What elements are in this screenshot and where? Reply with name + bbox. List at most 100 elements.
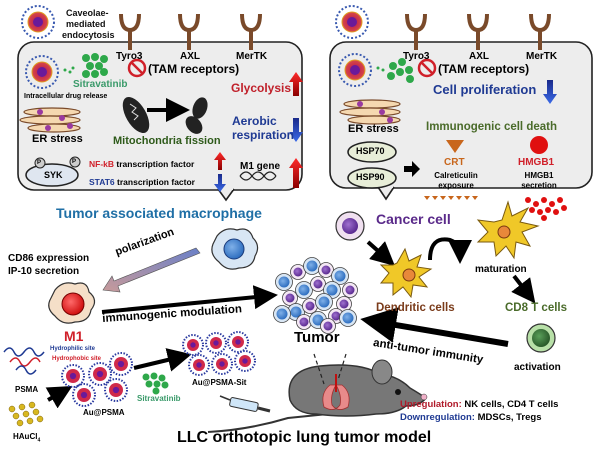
aerobic-line1: Aerobic: [232, 114, 277, 128]
hmgb1-icon: [530, 136, 548, 154]
tumor-cell: [273, 305, 291, 323]
tumor-cell: [295, 281, 313, 299]
receptor-label-axl-right: AXL: [469, 51, 489, 62]
cell-proliferation-label: Cell proliferation: [433, 82, 537, 97]
hmgb1-desc-line2: secretion: [521, 181, 557, 190]
nanoparticle: [109, 352, 133, 376]
nanoparticle: [72, 383, 96, 407]
stat6-row: STAT6 transcription factor: [89, 178, 195, 187]
endocytosis-line3: endocytosis: [62, 30, 115, 40]
crt-desc: Calreticulin exposure: [430, 171, 482, 191]
crt-label: CRT: [444, 157, 465, 168]
au-psma-sit-nanoparticles: [182, 331, 256, 376]
tumor-cell: [339, 309, 357, 327]
upregulation-label: Upregulation:: [400, 399, 462, 410]
psma-polymer-icon: [3, 347, 45, 375]
nanoparticle: [205, 332, 227, 354]
aerobic-down-arrow: [289, 118, 303, 142]
downregulation-label: Downregulation:: [400, 412, 475, 423]
cd8-t-cell: [526, 323, 556, 353]
mito-fission-label: Mitochondria fission: [113, 135, 221, 147]
haucl4-text: HAuCl: [13, 432, 38, 441]
tumor-cell: [275, 273, 293, 291]
stat6-tf-label: transcription factor: [117, 177, 195, 187]
au-psma-label: Au@PSMA: [83, 408, 125, 417]
receptor-label-axl-left: AXL: [180, 51, 200, 62]
sitravatinib-label-left: Sitravatinib: [73, 79, 128, 90]
sitravatinib-dots-bottom: [142, 372, 169, 395]
dna-icon: [239, 171, 277, 181]
endocytosis-line2: mediated: [66, 19, 106, 29]
hmgb1-desc-line1: HMGB1: [524, 171, 554, 180]
haucl4-dots-icon: [8, 401, 44, 427]
nanoparticle: [234, 350, 256, 372]
cd86-ip10-label: CD86 expression IP-10 secretion: [8, 252, 89, 278]
tam-panel-pointer: [217, 188, 235, 202]
sitravatinib-label-bottom: Sitravatinib: [137, 394, 181, 403]
receptor-label-mertk-left: MerTK: [236, 51, 268, 62]
tumor-cell: [342, 282, 358, 298]
downregulation-value: MDSCs, Tregs: [477, 412, 542, 423]
hmgb1-label: HMGB1: [518, 157, 555, 168]
nfkb-tf-label: transcription factor: [116, 159, 195, 169]
immunogenic-modulation-arrow: [101, 285, 278, 314]
hmgb1-desc: HMGB1 secretion: [514, 171, 564, 191]
tam-panel-box: [17, 41, 303, 191]
upregulation-row: Upregulation: NK cells, CD4 T cells: [400, 400, 558, 410]
hsp-arrow: [404, 161, 420, 177]
phospho-icon-1: [34, 157, 46, 169]
cancer-cell-label: Cancer cell: [376, 211, 451, 227]
hsp90-label: HSP90: [356, 172, 385, 182]
tumor-cell: [290, 264, 306, 280]
mouse-icon: [207, 353, 428, 433]
nanoparticle: [88, 362, 112, 386]
tumor-cell: [318, 262, 334, 278]
drug-release-label: Intracellular drug release: [24, 93, 108, 100]
stat6-down-arrow: [214, 174, 226, 192]
receptor-axl-left: [178, 13, 200, 50]
tumor-cluster: [273, 257, 358, 334]
nfkb-label: NF-kB: [89, 159, 115, 169]
cd8-label: CD8 T cells: [505, 302, 567, 314]
er-stress-label-left: ER stress: [32, 133, 83, 145]
mature-dendritic-cell: [476, 200, 540, 260]
crt-desc-line2: exposure: [438, 181, 474, 190]
hmgb1-secreted-dots: [525, 197, 567, 221]
endocytosis-label: Caveolae- mediated endocytosis: [62, 8, 115, 41]
er-stress-label-right: ER stress: [348, 123, 399, 135]
nanoparticle: [188, 354, 210, 376]
icd-label: Immunogenic cell death: [426, 121, 557, 133]
receptor-label-tyro3-left: Tyro3: [116, 51, 143, 62]
nanoparticle-endocytosis-right: [335, 5, 369, 39]
au-psma-to-sit-arrow: [133, 348, 192, 372]
hydrophilic-label: Hydrophilic site: [50, 346, 96, 352]
cancer-panel-pointer: [377, 186, 395, 201]
receptor-axl-right: [467, 13, 489, 50]
hsp70-ellipse: [347, 141, 397, 163]
glycolysis-up-arrow: [289, 72, 303, 96]
dendritic-cells-label: Dendritic cells: [376, 302, 455, 314]
hydrophobic-label: Hydrophobic site: [52, 356, 102, 362]
downregulation-row: Downregulation: MDSCs, Tregs: [400, 413, 541, 423]
tam-receptors-label-right: (TAM receptors): [438, 62, 530, 76]
m1-gene-label: M1 gene: [240, 161, 281, 172]
nfkb-up-arrow: [214, 152, 226, 170]
psma-label: PSMA: [15, 385, 39, 394]
model-title: LLC orthotopic lung tumor model: [177, 429, 432, 446]
m1-label: M1: [64, 328, 84, 344]
activation-label: activation: [514, 362, 561, 373]
sitravatinib-dots-left: [63, 53, 108, 78]
cancer-cell: [335, 211, 365, 241]
glycolysis-label: Glycolysis: [231, 81, 292, 95]
tumor-cell: [331, 267, 349, 285]
m1-gene-up-arrow: [289, 158, 303, 188]
phospho-icon-2: [69, 156, 81, 168]
syk-ellipse: [25, 163, 79, 187]
nanoparticle: [182, 334, 204, 356]
polarization-arrow: [102, 247, 201, 293]
er-stress-icon-left: [19, 107, 81, 133]
tumor-cell: [315, 293, 333, 311]
haucl4-label: HAuCl4: [13, 433, 40, 444]
phospho-label-1: P: [37, 160, 42, 166]
receptor-tyro3-left: [119, 13, 141, 50]
